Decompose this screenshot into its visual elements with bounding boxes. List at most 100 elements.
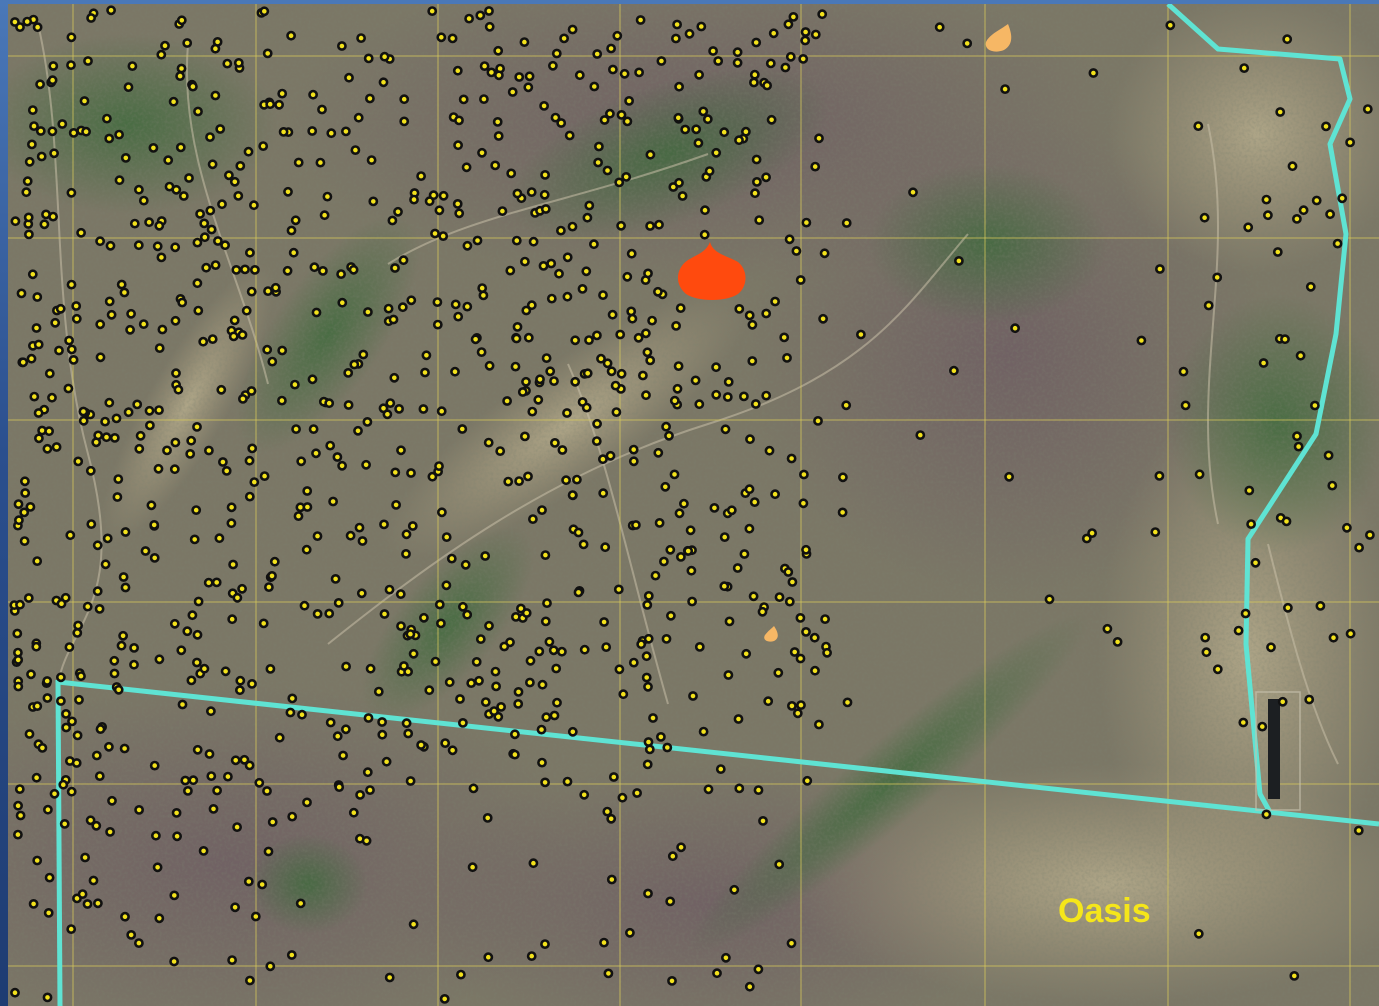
point-marker[interactable] <box>267 571 277 581</box>
point-marker[interactable] <box>1165 20 1176 31</box>
point-marker[interactable] <box>37 743 48 753</box>
point-marker[interactable] <box>239 754 250 765</box>
point-marker[interactable] <box>22 176 33 187</box>
point-marker[interactable] <box>288 247 299 258</box>
point-marker[interactable] <box>49 148 59 159</box>
point-marker[interactable] <box>377 729 388 740</box>
point-marker[interactable] <box>567 490 578 500</box>
point-marker[interactable] <box>619 68 630 79</box>
point-marker[interactable] <box>12 829 23 840</box>
point-marker[interactable] <box>362 307 373 317</box>
point-marker[interactable] <box>361 835 372 846</box>
point-marker[interactable] <box>216 384 227 395</box>
point-marker[interactable] <box>129 218 140 229</box>
point-marker[interactable] <box>240 264 250 275</box>
point-marker[interactable] <box>795 275 806 285</box>
point-marker[interactable] <box>654 219 664 230</box>
point-marker[interactable] <box>796 700 806 710</box>
point-marker[interactable] <box>484 360 495 371</box>
point-marker[interactable] <box>222 771 233 782</box>
point-marker[interactable] <box>291 424 301 434</box>
point-marker[interactable] <box>348 807 359 818</box>
point-marker[interactable] <box>324 398 335 409</box>
point-marker[interactable] <box>399 116 410 127</box>
point-marker[interactable] <box>434 461 444 471</box>
point-marker[interactable] <box>212 785 222 796</box>
point-marker[interactable] <box>191 505 202 515</box>
point-marker[interactable] <box>751 37 762 48</box>
point-marker[interactable] <box>356 588 367 599</box>
point-marker[interactable] <box>26 139 37 150</box>
point-marker[interactable] <box>818 313 828 324</box>
point-marker[interactable] <box>462 301 473 312</box>
point-marker[interactable] <box>1263 210 1273 221</box>
point-marker[interactable] <box>61 709 71 719</box>
point-marker[interactable] <box>722 392 733 402</box>
point-marker[interactable] <box>798 498 809 509</box>
point-marker[interactable] <box>579 644 590 655</box>
point-marker[interactable] <box>1345 137 1355 148</box>
point-marker[interactable] <box>795 613 806 623</box>
point-marker[interactable] <box>336 269 346 279</box>
point-marker[interactable] <box>193 596 204 607</box>
point-marker[interactable] <box>499 641 510 652</box>
point-marker[interactable] <box>1193 121 1204 131</box>
point-marker[interactable] <box>574 70 585 81</box>
point-marker[interactable] <box>713 56 724 66</box>
point-marker[interactable] <box>405 629 416 639</box>
point-marker[interactable] <box>570 376 581 387</box>
point-marker[interactable] <box>406 468 416 478</box>
point-marker[interactable] <box>589 81 600 92</box>
point-marker[interactable] <box>56 672 66 683</box>
point-marker[interactable] <box>191 657 202 668</box>
point-marker[interactable] <box>750 188 760 199</box>
point-marker[interactable] <box>458 94 469 105</box>
point-marker[interactable] <box>206 771 217 781</box>
point-marker[interactable] <box>120 152 131 163</box>
point-marker[interactable] <box>625 927 635 938</box>
point-marker[interactable] <box>541 712 552 723</box>
point-marker[interactable] <box>621 171 632 182</box>
point-marker[interactable] <box>534 646 545 657</box>
point-marker[interactable] <box>231 264 242 275</box>
point-marker[interactable] <box>614 664 625 675</box>
point-marker[interactable] <box>602 358 613 369</box>
point-marker[interactable] <box>1102 623 1113 634</box>
point-marker[interactable] <box>673 112 684 123</box>
point-marker[interactable] <box>235 160 246 171</box>
point-marker[interactable] <box>432 319 443 330</box>
point-marker[interactable] <box>514 476 524 486</box>
point-marker[interactable] <box>1292 213 1302 224</box>
point-marker[interactable] <box>302 486 313 496</box>
point-marker[interactable] <box>26 353 37 364</box>
point-marker[interactable] <box>1311 195 1322 206</box>
point-marker[interactable] <box>671 33 681 44</box>
point-marker[interactable] <box>366 155 377 165</box>
point-marker[interactable] <box>666 610 676 621</box>
point-marker[interactable] <box>42 992 53 1003</box>
point-marker[interactable] <box>758 816 768 826</box>
point-marker[interactable] <box>1250 557 1261 568</box>
point-marker[interactable] <box>345 530 356 541</box>
point-marker[interactable] <box>606 874 617 885</box>
point-marker[interactable] <box>704 166 715 176</box>
point-marker[interactable] <box>189 534 200 545</box>
point-marker[interactable] <box>438 190 449 201</box>
point-marker[interactable] <box>1342 522 1352 533</box>
point-marker[interactable] <box>82 601 93 612</box>
point-marker[interactable] <box>36 151 47 162</box>
point-marker[interactable] <box>745 434 755 445</box>
point-marker[interactable] <box>475 634 486 644</box>
point-marker[interactable] <box>631 520 641 530</box>
point-marker[interactable] <box>27 105 38 115</box>
point-marker[interactable] <box>85 465 96 476</box>
point-marker[interactable] <box>650 570 661 581</box>
point-marker[interactable] <box>734 783 745 794</box>
point-marker[interactable] <box>116 640 127 651</box>
point-marker[interactable] <box>461 162 472 173</box>
point-marker[interactable] <box>289 379 300 390</box>
point-marker[interactable] <box>328 496 338 507</box>
point-marker[interactable] <box>1337 193 1348 204</box>
point-marker[interactable] <box>357 536 368 546</box>
point-marker[interactable] <box>233 58 244 68</box>
